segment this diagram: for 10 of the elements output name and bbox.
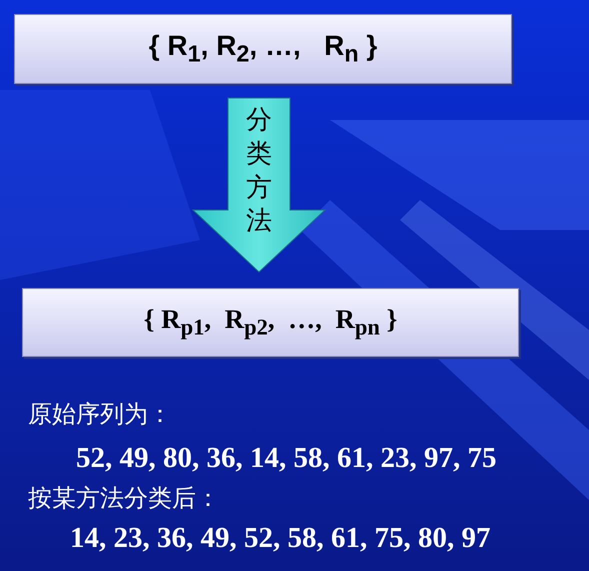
set-box — [22, 288, 519, 357]
edge-label: 分类方法 — [246, 104, 272, 238]
caption: 原始序列为： — [28, 399, 172, 430]
caption: 按某方法分类后： — [28, 483, 220, 514]
set-box — [14, 14, 512, 84]
block-arrow — [192, 98, 326, 273]
set-notation: { R$_{1}$, R$_{2}$, …, R$_{n}$ } — [148, 30, 378, 68]
set-notation: { R$_{p1}$, R$_{p2}$, …, R$_{pn}$ } — [144, 304, 398, 341]
number-sequence: 52, 49, 80, 36, 14, 58, 61, 23, 97, 75 — [76, 442, 496, 475]
number-sequence: 14, 23, 36, 49, 52, 58, 61, 75, 80, 97 — [70, 522, 490, 555]
